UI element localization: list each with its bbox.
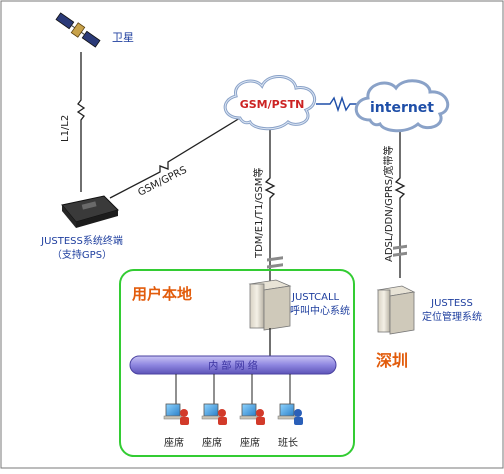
gsm-pstn-cloud	[223, 75, 317, 131]
satellite-label: 卫星	[112, 31, 134, 44]
workstation-label: 座席	[164, 436, 184, 449]
satellite-icon	[55, 12, 101, 48]
workstation-label: 座席	[202, 436, 222, 449]
locator-label-line1: JUSTESS	[430, 298, 473, 309]
internal-lan-bus	[129, 355, 337, 375]
gps-terminal-icon	[61, 195, 119, 228]
link-label-l1l2: L1/L2	[60, 115, 71, 142]
terminal-label-line1: JUSTESS系统终端	[40, 234, 123, 247]
link-internet-locator	[394, 126, 406, 278]
lan-label: 内 部 网 络	[208, 359, 258, 372]
internet-cloud	[354, 79, 450, 133]
callcenter-label-line1: JUSTCALL	[291, 292, 340, 303]
link-label-adsl: ADSL/DDN/GPRS/宽带等	[382, 145, 395, 262]
workstation-label: 座席	[240, 436, 260, 449]
workstation-icon	[239, 403, 265, 425]
locator-server-icon	[376, 244, 416, 335]
link-terminal-gsm	[109, 117, 241, 199]
workstation-label: 班长	[278, 437, 298, 449]
locator-label-line2: 定位管理系统	[422, 310, 482, 323]
link-gsm-internet	[316, 95, 362, 113]
supervisor-workstation-icon	[277, 403, 303, 425]
workstation-icon	[163, 403, 189, 425]
user-local-region	[119, 269, 355, 457]
terminal-label-line2: （支持GPS）	[52, 248, 112, 261]
gsm-pstn-label: GSM/PSTN	[240, 98, 305, 111]
link-label-tdm: TDM/E1/T1/GSM等	[252, 168, 265, 259]
callcenter-server-icon	[248, 256, 292, 331]
internet-label: internet	[370, 100, 434, 116]
callcenter-label-line2: 呼叫中心系统	[290, 304, 350, 317]
shenzhen-label: 深圳	[376, 351, 408, 370]
link-gsm-callcenter	[264, 125, 276, 282]
workstation-icon	[201, 403, 227, 425]
region-title: 用户本地	[132, 285, 192, 303]
link-sat-terminal	[76, 52, 86, 192]
